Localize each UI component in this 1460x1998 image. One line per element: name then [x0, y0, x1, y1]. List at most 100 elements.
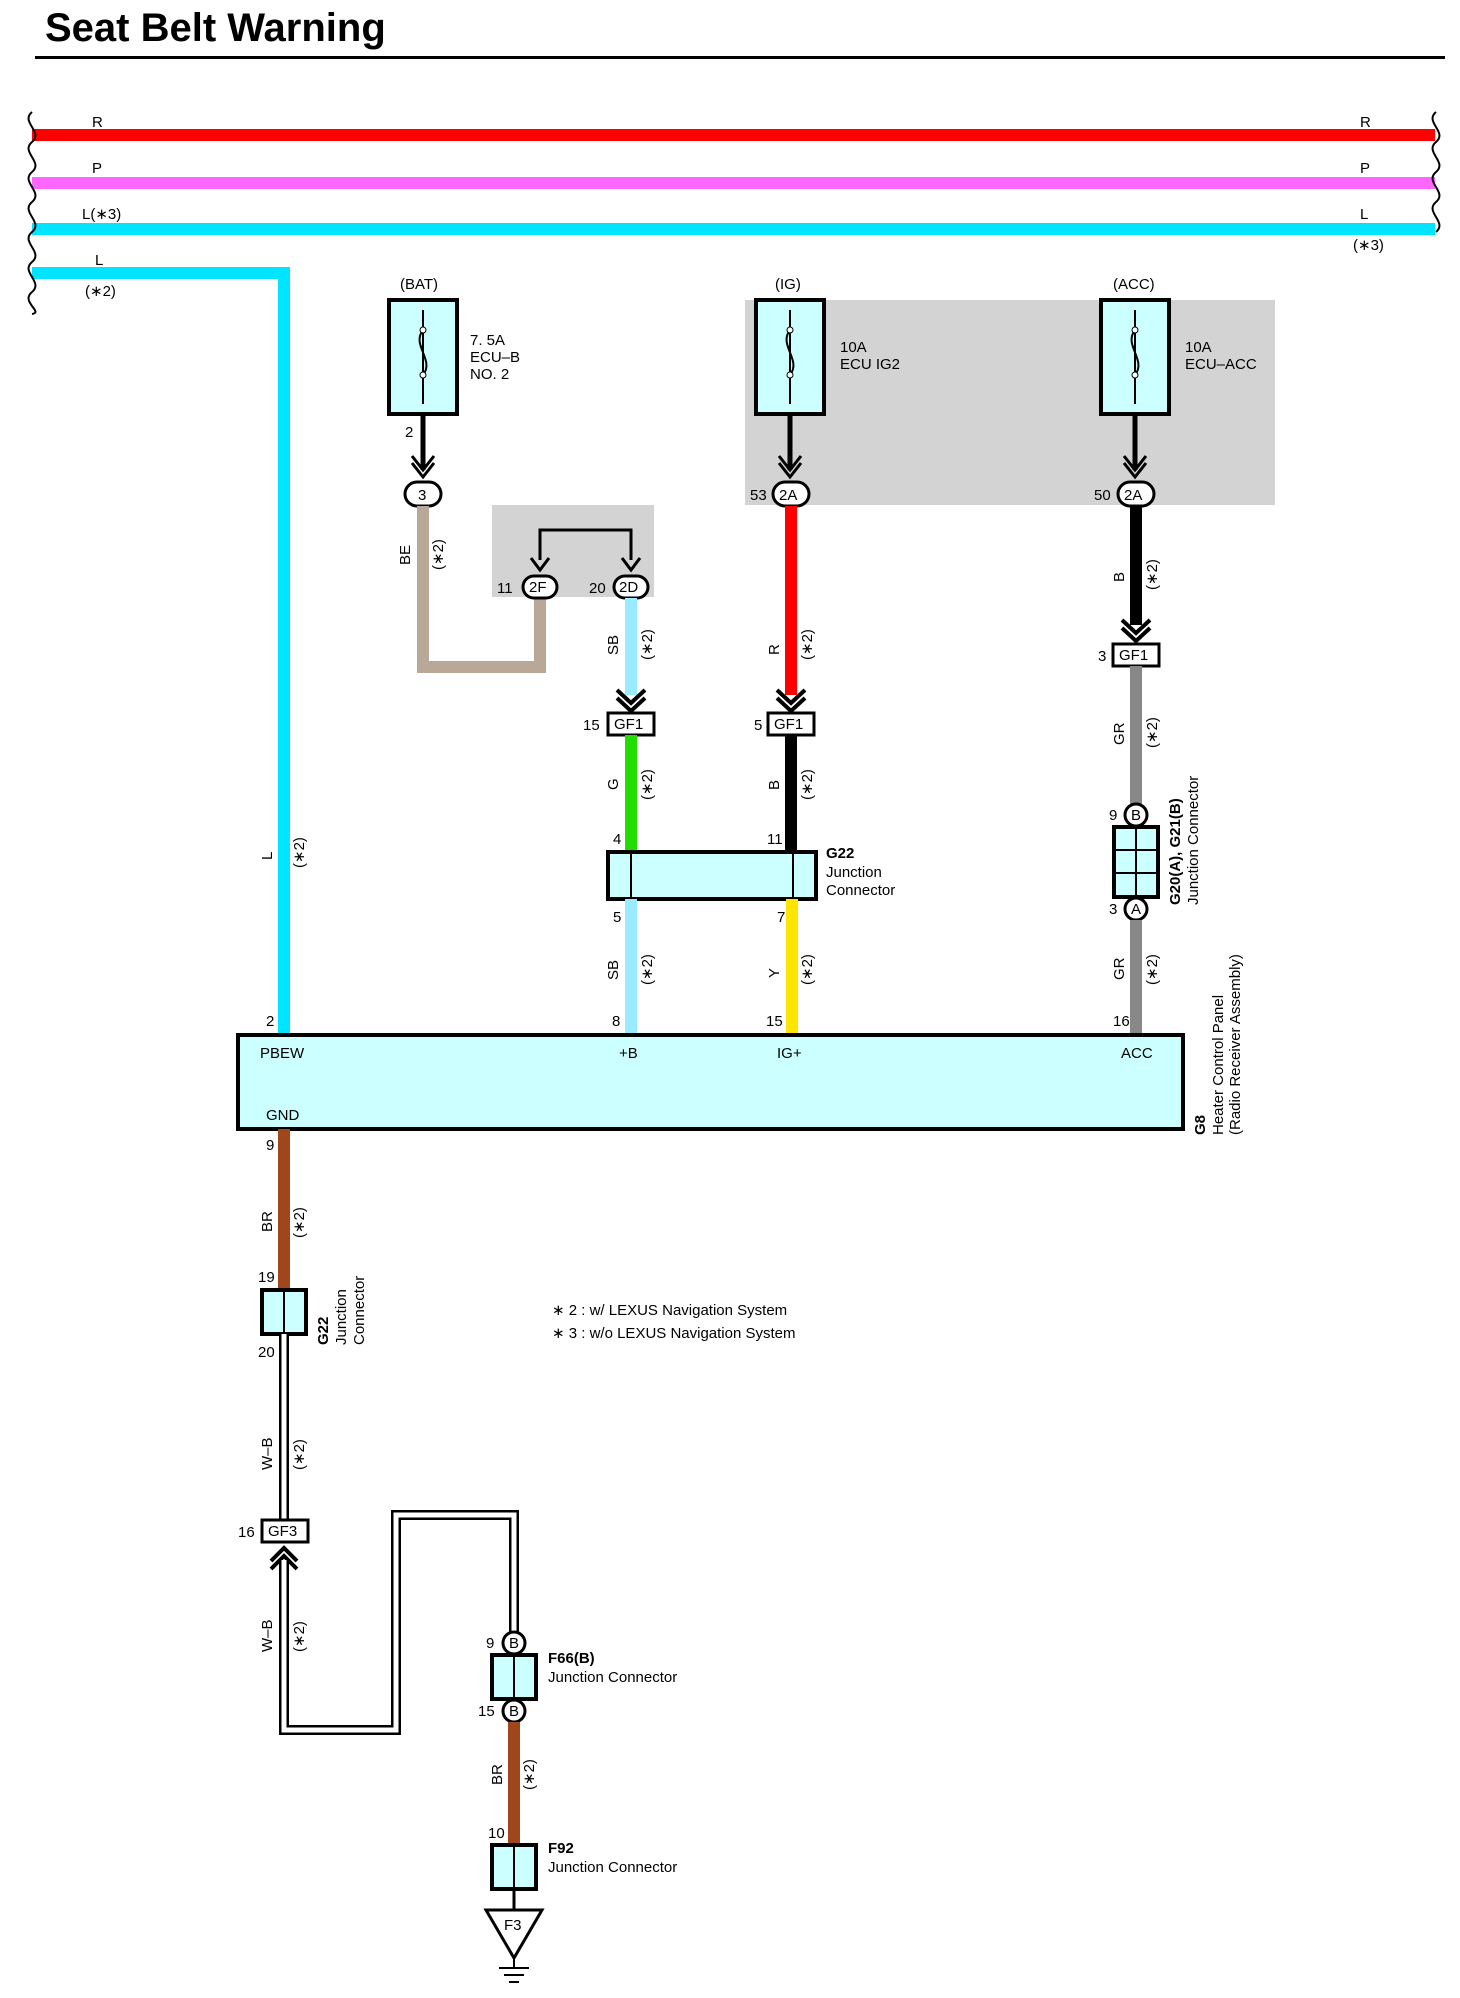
svg-text:(∗2): (∗2): [1144, 559, 1161, 590]
fuse-acc-rating: 10A: [1185, 339, 1212, 356]
g8-terminal-pbew: PBEW: [260, 1045, 305, 1062]
svg-text:(∗2): (∗2): [291, 1207, 308, 1238]
splice-arrow-right: [620, 557, 642, 573]
r-wire-note: (∗2): [799, 629, 816, 660]
svg-text:G22: G22: [315, 1317, 332, 1345]
fuse-acc-name: ECU–ACC: [1185, 356, 1257, 373]
f92-line1: Junction Connector: [548, 1859, 677, 1876]
svg-text:SB: SB: [605, 635, 622, 655]
svg-text:Heater Control Panel: Heater Control Panel: [1210, 995, 1227, 1135]
fuse-ig2-arrow: [777, 455, 803, 480]
g8-terminal-b: +B: [619, 1045, 638, 1062]
gf1-sb-arrow: [615, 688, 647, 714]
sb-lower-label: SB: [605, 960, 622, 980]
g22-upper-pin-in-right: 11: [767, 831, 783, 848]
fuse-ecub-name2: NO. 2: [470, 366, 509, 383]
ground-triangle: [483, 1908, 545, 1961]
bus-l3-label-left: L(∗3): [82, 206, 121, 223]
g22-upper-pin-out-right: 7: [777, 909, 785, 926]
fuse-acc-node-top: [1131, 326, 1139, 334]
svg-text:R: R: [766, 644, 783, 655]
gf3-connector: [260, 1518, 310, 1544]
br-upper-label: BR: [259, 1211, 276, 1232]
svg-text:SB: SB: [605, 960, 622, 980]
bus-r-label-right: R: [1360, 114, 1371, 131]
fuse-ecub-arrow: [410, 455, 436, 480]
f92-code: F92: [548, 1840, 574, 1857]
gr-upper-label: GR: [1111, 722, 1128, 745]
g22-lower-pin-bottom: 20: [258, 1344, 275, 1361]
f66-badge-bottom-label: B: [509, 1703, 519, 1720]
note-2: ∗ 2 : w/ LEXUS Navigation System: [552, 1302, 787, 1319]
g8-terminal-gnd: GND: [266, 1107, 300, 1124]
svg-text:(∗2): (∗2): [430, 539, 447, 570]
gr-upper-note: (∗2): [1144, 717, 1161, 748]
fuse-acc-node-bottom: [1131, 371, 1139, 379]
fuse-ecub-pin: 2: [405, 424, 413, 441]
svg-text:BR: BR: [489, 1764, 506, 1785]
g20-badge-top-label: B: [1131, 807, 1141, 824]
fuse-ecub-node-bottom: [419, 371, 427, 379]
svg-text:(∗2): (∗2): [291, 1621, 308, 1652]
fuse-acc-element: [1130, 329, 1140, 376]
g8-line2: (Radio Receiver Assembly): [1227, 954, 1244, 1135]
fuse-acc-source: (ACC): [1113, 276, 1155, 293]
svg-text:Y: Y: [766, 968, 783, 978]
svg-text:Junction Connector: Junction Connector: [1185, 776, 1202, 905]
title-rule: [35, 56, 1445, 59]
br-lower-label: BR: [489, 1764, 506, 1785]
svg-text:W–B: W–B: [259, 1437, 276, 1470]
fuse-ecub-name: ECU–B: [470, 349, 520, 366]
be-wire-note: (∗2): [430, 539, 447, 570]
svg-text:(∗2): (∗2): [1144, 954, 1161, 985]
svg-text:(∗2): (∗2): [639, 769, 656, 800]
svg-text:BE: BE: [397, 545, 414, 565]
splice-arrow-left: [529, 557, 551, 573]
g20-pin-bottom: 3: [1109, 901, 1117, 918]
f66-line1: Junction Connector: [548, 1669, 677, 1686]
b-acc-wire-label: B: [1111, 572, 1128, 582]
svg-text:GR: GR: [1111, 722, 1128, 745]
fuse-acc-pin: 50: [1094, 487, 1111, 504]
fuse-ecub-element: [418, 329, 428, 376]
svg-text:Connector: Connector: [351, 1276, 368, 1345]
splice-jumper: [538, 528, 633, 560]
fuse-ig2-rating: 10A: [840, 339, 867, 356]
svg-text:(∗2): (∗2): [639, 954, 656, 985]
note-3: ∗ 3 : w/o LEXUS Navigation System: [552, 1325, 796, 1342]
bus-l2-label-left: L: [95, 252, 103, 269]
g-wire-label: G: [605, 778, 622, 790]
bus-l2-wire: [32, 267, 290, 1035]
g-wire-note: (∗2): [639, 769, 656, 800]
gf1-acc-pin: 3: [1098, 648, 1106, 665]
wb-wire-lower-outer: [279, 1510, 519, 1735]
g20-pin-top: 9: [1109, 807, 1117, 824]
b-ig-wire-label: B: [766, 780, 783, 790]
g22-upper-line1: Junction: [826, 864, 882, 881]
ground-label: F3: [504, 1917, 522, 1934]
break-mark-left: [27, 111, 37, 315]
g8-pin-ig: 15: [766, 1013, 783, 1030]
gf3-pin: 16: [238, 1524, 255, 1541]
splice-2f-label: 2F: [529, 579, 547, 596]
fuse-ecub-connector-label: 3: [418, 487, 426, 504]
gf1-r-pin: 5: [754, 717, 762, 734]
fuse-ecub-rating: 7. 5A: [470, 332, 505, 349]
f66-pin-top: 9: [486, 1635, 494, 1652]
break-mark-right: [1431, 111, 1441, 233]
g8-pin-pbew: 2: [266, 1013, 274, 1030]
r-wire-label: R: [766, 644, 783, 655]
sb-lower-note: (∗2): [639, 954, 656, 985]
page-title: Seat Belt Warning: [45, 6, 386, 50]
svg-text:G20(A), G21(B): G20(A), G21(B): [1167, 798, 1184, 905]
fuse-ig2-connector-label: 2A: [779, 487, 797, 504]
g22-upper-connector: [606, 850, 818, 901]
g20-badge-bottom-label: A: [1131, 901, 1141, 918]
bus-l3-label-right: L: [1360, 206, 1368, 223]
b-acc-wire-note: (∗2): [1144, 559, 1161, 590]
br-upper-note: (∗2): [291, 1207, 308, 1238]
svg-text:B: B: [1111, 572, 1128, 582]
gr-lower-note: (∗2): [1144, 954, 1161, 985]
g22-upper-line2: Connector: [826, 882, 895, 899]
